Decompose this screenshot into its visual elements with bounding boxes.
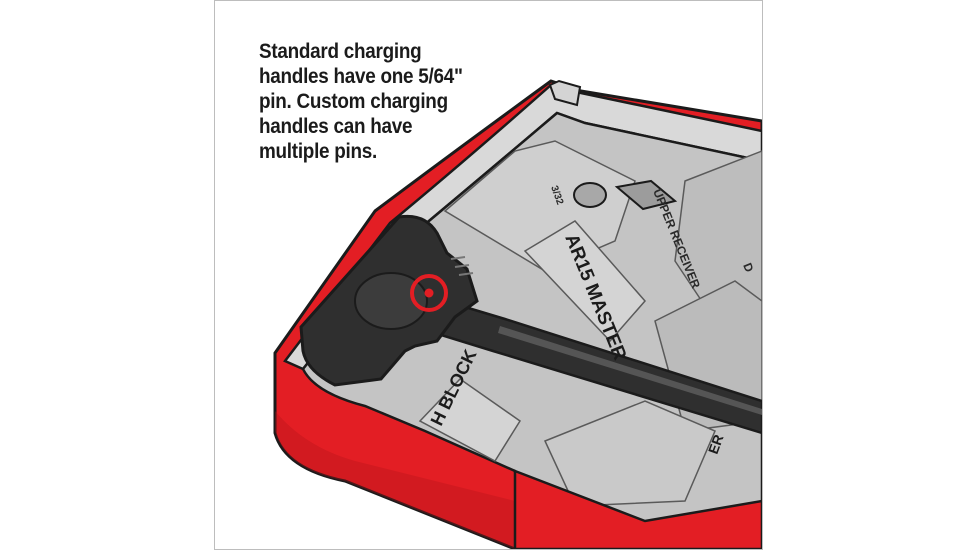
caption-line-4: handles can have [259,115,413,138]
pin-dot [424,288,434,298]
tray-label-right-partial: ER [705,432,727,456]
illustration-panel: 3/32 UPPER RECEIVER AR15 MASTER H BLOCK … [214,0,763,550]
tray-top-tab [548,79,582,107]
tray-round-hole [573,182,607,208]
caption-line-1: Standard charging [259,40,422,63]
charging-handle-serrations [450,256,474,276]
charging-handle-illustration: 3/32 UPPER RECEIVER AR15 MASTER H BLOCK … [273,79,762,549]
caption-line-2: handles have one 5/64" [259,65,463,88]
caption-line-3: pin. Custom charging [259,90,448,113]
tray-square-socket [614,179,678,211]
case-lower-lip [513,469,762,549]
charging-handle-shaft-highlight [498,326,762,415]
charging-handle-grip [354,272,428,330]
caption-text: Standard charging handles have one 5/64"… [259,39,475,164]
tray-label-strip [523,220,646,343]
caption-line-5: multiple pins. [259,140,378,163]
tray-lower-strip [418,378,522,462]
pin-highlight-icon [410,274,448,312]
